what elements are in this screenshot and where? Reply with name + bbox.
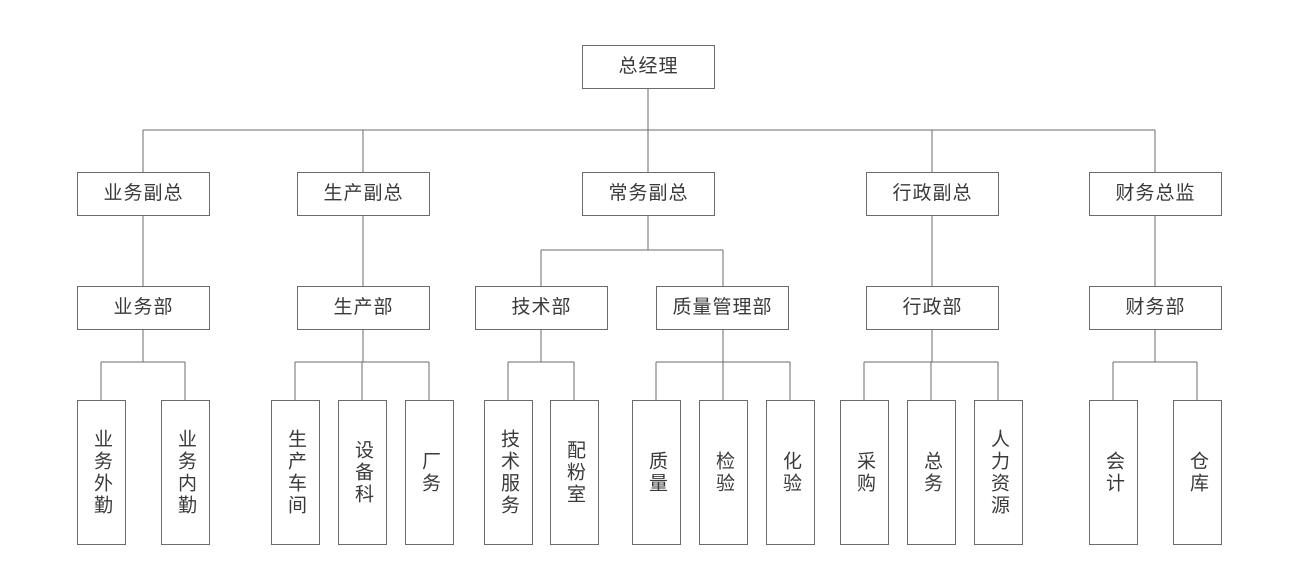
node-dept-finance[interactable]: 财务部 xyxy=(1089,286,1222,330)
node-team-general-affairs-label: 总务 xyxy=(921,450,942,495)
node-vp-production[interactable]: 生产副总 xyxy=(297,172,430,216)
node-team-powder-room[interactable]: 配粉室 xyxy=(550,400,599,545)
node-team-inspection[interactable]: 检验 xyxy=(699,400,748,545)
node-dept-technology[interactable]: 技术部 xyxy=(475,286,608,330)
node-team-purchasing[interactable]: 采购 xyxy=(840,400,889,545)
node-team-general-affairs[interactable]: 总务 xyxy=(907,400,956,545)
node-vp-admin-label: 行政副总 xyxy=(892,182,973,204)
node-dept-quality-label: 质量管理部 xyxy=(672,296,773,318)
node-dept-production[interactable]: 生产部 xyxy=(297,286,430,330)
node-dept-finance-label: 财务部 xyxy=(1125,296,1186,318)
node-root-label: 总经理 xyxy=(618,55,679,77)
node-team-equipment[interactable]: 设备科 xyxy=(338,400,387,545)
node-team-quality[interactable]: 质量 xyxy=(632,400,681,545)
node-root[interactable]: 总经理 xyxy=(582,45,715,89)
node-team-warehouse-label: 仓库 xyxy=(1187,450,1208,495)
node-team-accounting[interactable]: 会计 xyxy=(1089,400,1138,545)
node-vp-business[interactable]: 业务副总 xyxy=(77,172,210,216)
node-team-workshop[interactable]: 生产车间 xyxy=(271,400,320,545)
node-dept-business-label: 业务部 xyxy=(113,296,174,318)
node-vp-business-label: 业务副总 xyxy=(103,182,184,204)
node-team-equipment-label: 设备科 xyxy=(352,439,373,506)
node-team-lab-test-label: 化验 xyxy=(780,450,801,495)
node-team-business-office-label: 业务内勤 xyxy=(175,428,196,517)
node-dept-business[interactable]: 业务部 xyxy=(77,286,210,330)
node-team-plant-affairs[interactable]: 厂务 xyxy=(405,400,454,545)
node-team-business-field[interactable]: 业务外勤 xyxy=(77,400,126,545)
node-team-hr[interactable]: 人力资源 xyxy=(974,400,1023,545)
node-team-powder-room-label: 配粉室 xyxy=(564,439,585,506)
node-team-business-office[interactable]: 业务内勤 xyxy=(161,400,210,545)
node-vp-executive-label: 常务副总 xyxy=(608,182,689,204)
node-vp-production-label: 生产副总 xyxy=(323,182,404,204)
node-team-workshop-label: 生产车间 xyxy=(285,428,306,517)
node-team-accounting-label: 会计 xyxy=(1103,450,1124,495)
node-vp-executive[interactable]: 常务副总 xyxy=(582,172,715,216)
node-team-inspection-label: 检验 xyxy=(713,450,734,495)
node-team-tech-service-label: 技术服务 xyxy=(498,428,519,517)
node-dept-quality[interactable]: 质量管理部 xyxy=(656,286,789,330)
node-dept-admin[interactable]: 行政部 xyxy=(866,286,999,330)
node-dept-technology-label: 技术部 xyxy=(511,296,572,318)
node-team-business-field-label: 业务外勤 xyxy=(91,428,112,517)
node-team-quality-label: 质量 xyxy=(646,450,667,495)
node-director-finance-label: 财务总监 xyxy=(1115,182,1196,204)
node-vp-admin[interactable]: 行政副总 xyxy=(866,172,999,216)
node-team-purchasing-label: 采购 xyxy=(854,450,875,495)
node-dept-production-label: 生产部 xyxy=(333,296,394,318)
node-team-hr-label: 人力资源 xyxy=(988,428,1009,517)
node-team-lab-test[interactable]: 化验 xyxy=(766,400,815,545)
node-director-finance[interactable]: 财务总监 xyxy=(1089,172,1222,216)
node-team-plant-affairs-label: 厂务 xyxy=(419,450,440,495)
node-team-warehouse[interactable]: 仓库 xyxy=(1173,400,1222,545)
node-team-tech-service[interactable]: 技术服务 xyxy=(484,400,533,545)
node-dept-admin-label: 行政部 xyxy=(902,296,963,318)
